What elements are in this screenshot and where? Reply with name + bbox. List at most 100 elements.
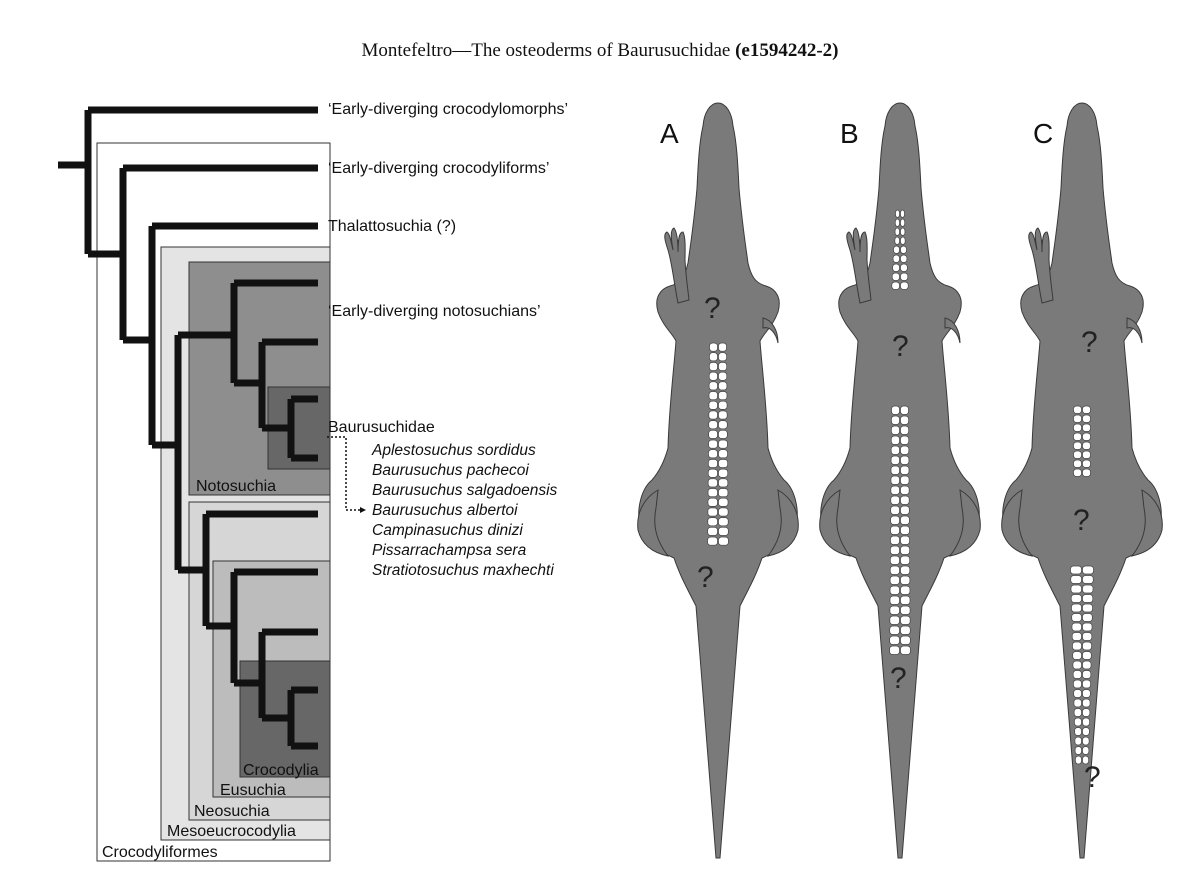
osteoderm xyxy=(900,575,911,585)
osteoderm xyxy=(1082,755,1089,765)
osteoderm xyxy=(1073,679,1082,689)
osteoderm xyxy=(708,362,718,371)
osteoderm xyxy=(891,272,900,281)
osteoderm xyxy=(708,381,718,391)
osteoderm xyxy=(1082,414,1091,423)
osteoderm xyxy=(890,515,900,525)
species-item: Baurusuchus salgadoensis xyxy=(372,482,558,499)
unknown-mark: ? xyxy=(1084,761,1101,794)
osteoderm xyxy=(889,635,900,645)
osteoderm xyxy=(900,545,910,555)
osteoderm xyxy=(708,391,718,401)
osteoderm xyxy=(900,435,910,445)
osteoderm xyxy=(892,263,900,272)
osteoderm xyxy=(900,272,909,281)
osteoderm xyxy=(900,475,910,485)
croc-silhouette-c xyxy=(1001,102,1163,859)
osteoderm xyxy=(1074,727,1082,736)
osteoderm xyxy=(1082,450,1091,459)
osteoderm xyxy=(1082,679,1091,689)
clade-crocodyliformes: Crocodyliformes xyxy=(102,844,218,861)
species-item: Aplestosuchus sordidus xyxy=(371,442,536,459)
osteoderm xyxy=(1082,651,1092,660)
osteoderm xyxy=(1074,746,1082,755)
reconstruction-b xyxy=(819,102,981,859)
osteoderm xyxy=(889,625,900,635)
osteoderm xyxy=(1082,613,1093,622)
osteoderm xyxy=(708,420,718,430)
croc-silhouette-a xyxy=(637,102,799,859)
osteoderm xyxy=(894,227,900,236)
osteoderm xyxy=(718,420,728,430)
osteoderm xyxy=(894,236,900,245)
osteoderm xyxy=(707,488,718,498)
osteoderm xyxy=(900,455,910,465)
osteoderm xyxy=(889,615,900,625)
osteoderm xyxy=(892,254,900,263)
osteoderm xyxy=(708,459,718,468)
osteoderm xyxy=(900,555,911,565)
osteoderm xyxy=(890,435,900,445)
osteoderm xyxy=(718,439,728,449)
osteoderm xyxy=(718,391,728,401)
osteoderm xyxy=(718,478,729,488)
osteoderm xyxy=(707,497,718,507)
osteoderm xyxy=(707,507,718,517)
osteoderm xyxy=(718,362,728,371)
osteoderm xyxy=(890,465,900,475)
osteoderm xyxy=(889,595,900,605)
tip-baurusuchidae: Baurusuchidae xyxy=(328,419,435,436)
osteoderm xyxy=(900,615,911,625)
osteoderm xyxy=(889,645,900,655)
osteoderm-rows-a xyxy=(707,342,729,546)
species-item: Campinasuchus dinizi xyxy=(372,522,523,539)
osteoderm xyxy=(1082,698,1091,708)
baurusuchidae-connector xyxy=(327,436,360,511)
osteoderm xyxy=(890,525,900,535)
unknown-mark: ? xyxy=(704,292,721,325)
osteoderm xyxy=(890,445,900,455)
osteoderm xyxy=(900,495,910,505)
osteoderm xyxy=(718,381,728,391)
osteoderm xyxy=(1082,423,1091,432)
osteoderm xyxy=(1073,441,1082,450)
osteoderm xyxy=(1073,450,1082,459)
osteoderm xyxy=(889,565,900,575)
osteoderm xyxy=(891,281,900,290)
osteoderm xyxy=(890,545,900,555)
tip-crocodyliforms: ‘Early-diverging crocodyliforms’ xyxy=(328,160,549,177)
species-item: Stratiotosuchus maxhechti xyxy=(372,562,554,579)
osteoderm xyxy=(1082,717,1090,727)
osteoderm xyxy=(1073,468,1082,477)
osteoderm xyxy=(718,488,729,498)
panel-label-c: C xyxy=(1033,118,1053,149)
osteoderm xyxy=(718,526,729,536)
osteoderm xyxy=(900,263,908,272)
species-item: Baurusuchus albertoi xyxy=(372,502,518,519)
connector-arrowhead xyxy=(360,507,366,513)
osteoderm xyxy=(1072,670,1082,679)
osteoderm xyxy=(1082,468,1091,477)
osteoderm-rows-c xyxy=(1070,405,1094,765)
osteoderm xyxy=(893,245,900,254)
osteoderm xyxy=(900,535,910,545)
osteoderm xyxy=(1071,603,1082,613)
osteoderm xyxy=(1073,405,1082,414)
osteoderm xyxy=(1074,717,1082,727)
osteoderm xyxy=(890,475,900,485)
osteoderm xyxy=(1082,689,1091,698)
header-code: (e1594242-2) xyxy=(735,40,839,61)
osteoderm xyxy=(890,455,900,465)
osteoderm xyxy=(1082,575,1094,584)
osteoderm xyxy=(1082,727,1090,736)
osteoderm xyxy=(1082,459,1091,468)
osteoderm xyxy=(707,468,718,478)
osteoderm xyxy=(1073,423,1082,432)
osteoderm xyxy=(707,517,718,527)
header-text: Montefeltro—The osteoderms of Baurusuchi… xyxy=(361,40,731,61)
panel-label-b: B xyxy=(840,118,859,149)
tip-thalattosuchia: Thalattosuchia (?) xyxy=(328,218,456,235)
osteoderm xyxy=(900,281,909,290)
osteoderm xyxy=(890,485,900,495)
reconstruction-a xyxy=(637,102,799,859)
